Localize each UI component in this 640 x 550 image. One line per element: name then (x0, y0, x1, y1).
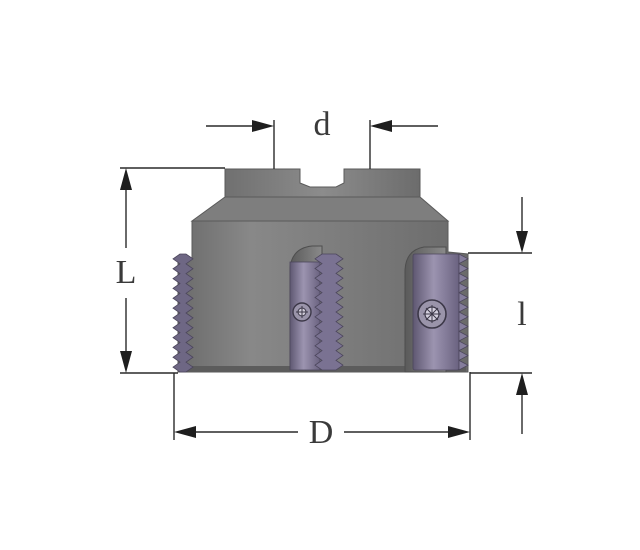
label-l: l (517, 296, 526, 333)
insert-middle (289, 245, 344, 371)
label-d: d (314, 106, 331, 143)
dimension-d: d (206, 106, 438, 169)
chamfer (190, 196, 450, 222)
hub (224, 168, 421, 198)
torx-screw-icon (417, 299, 447, 329)
insert-right (404, 246, 469, 373)
dimension-L: L (116, 167, 225, 374)
serrated-edge-left (172, 253, 194, 373)
insert-left (172, 253, 194, 373)
serrated-edge-middle (314, 253, 344, 371)
torx-screw-icon (292, 302, 312, 322)
label-D: D (309, 414, 334, 451)
dimension-D: D (173, 372, 471, 451)
serrated-edge-right (458, 253, 469, 371)
dimension-l: l (468, 197, 532, 434)
label-L: L (116, 254, 137, 291)
